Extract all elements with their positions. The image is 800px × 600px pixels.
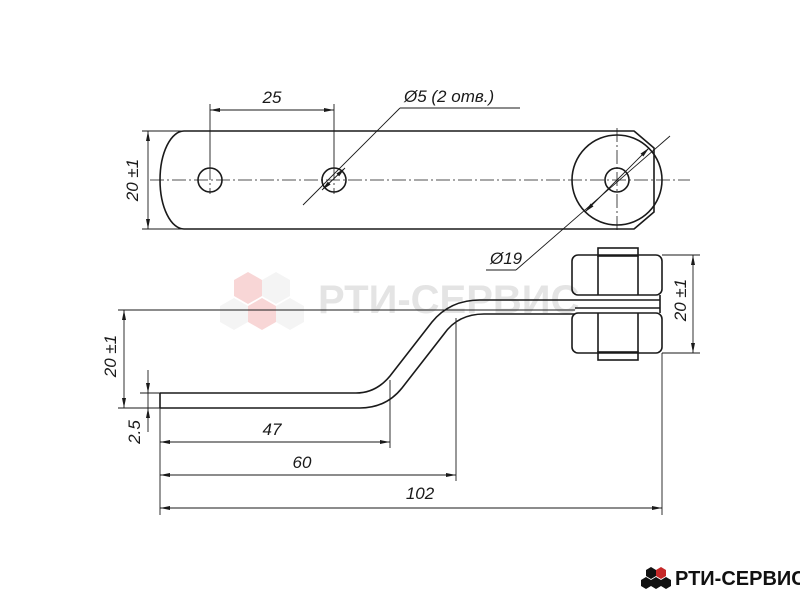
watermark-hex-icon: [220, 272, 304, 330]
dim-line-roller: [584, 147, 650, 213]
dim-label-roller: Ø19: [489, 249, 523, 268]
dim-line-hole: [321, 167, 346, 191]
axle-cap-top: [597, 247, 639, 257]
bent-strip-top-edge: [160, 299, 575, 394]
dim-label-25: 25: [262, 88, 282, 107]
dim-label-thickness: 2.5: [125, 420, 144, 445]
logo-hex-icon: [641, 567, 671, 589]
roller-side: [571, 247, 663, 361]
logo-text: РТИ-СЕРВИС: [675, 568, 800, 590]
roller-bottom-half: [571, 312, 663, 354]
dim-label-102: 102: [406, 484, 435, 503]
dim-label-width: 20 ±1: [123, 159, 142, 202]
dim-label-offset: 20 ±1: [101, 335, 120, 378]
dim-label-60: 60: [293, 453, 312, 472]
watermark: РТИ-СЕРВИС: [220, 272, 579, 330]
brand-logo: РТИ-СЕРВИС: [641, 567, 800, 590]
axle-cap-bottom: [597, 351, 639, 361]
dim-label-hole: Ø5 (2 отв.): [403, 87, 494, 106]
plate-side-view: 20 ±1 20 ±1 2.5 47 60 102: [101, 247, 700, 515]
leader-hole: [302, 107, 401, 206]
dim-label-47: 47: [263, 420, 282, 439]
dim-label-roller-height: 20 ±1: [671, 279, 690, 322]
roller-top-half: [571, 254, 663, 296]
bent-strip-bottom-edge: [160, 313, 575, 409]
plate-top-view: 25 Ø5 (2 отв.) 20 ±1 Ø19: [123, 87, 690, 271]
leader-roller: [515, 135, 671, 271]
